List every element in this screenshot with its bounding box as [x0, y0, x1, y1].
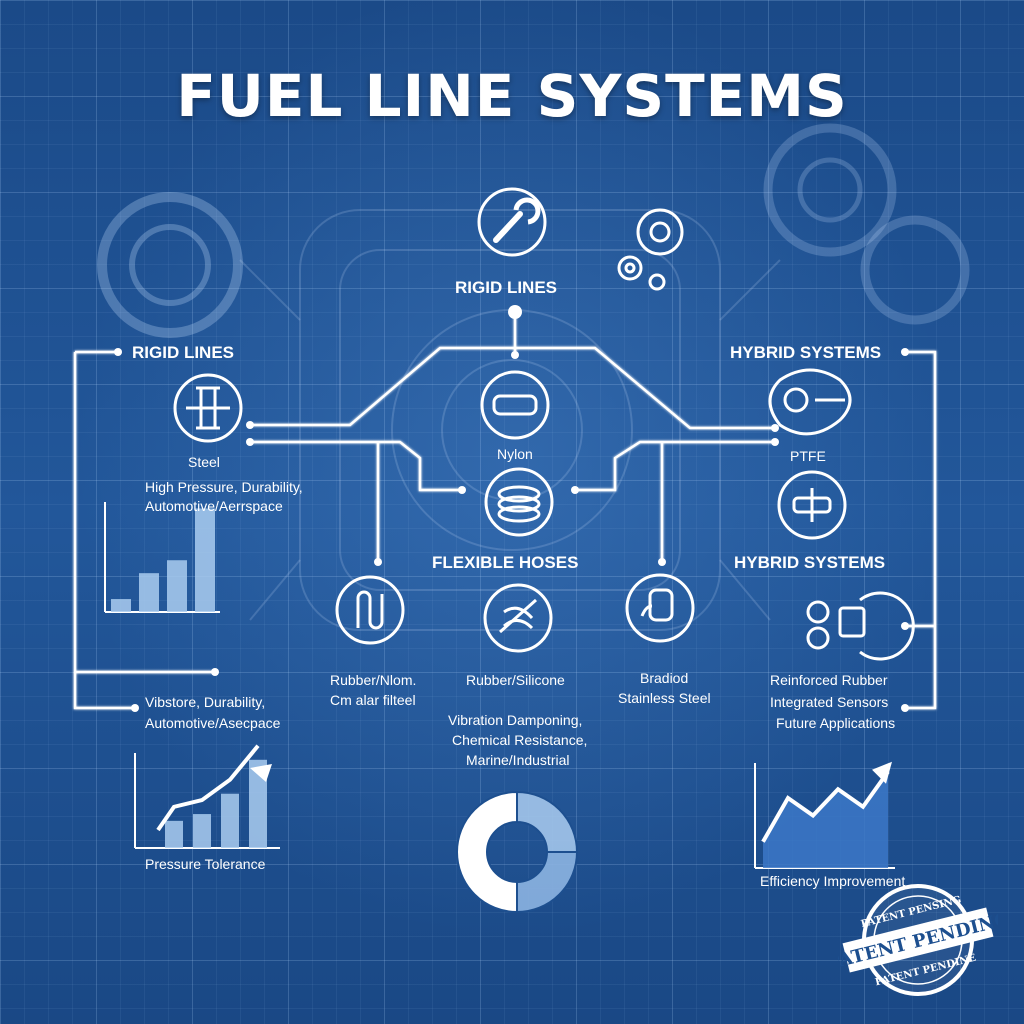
lower-right-line1: Bradiod: [640, 670, 689, 686]
connector-dots: [114, 305, 909, 712]
gears-cluster-icon: [617, 208, 684, 291]
pressure-bar-chart: [104, 502, 220, 613]
rubber-hose-node-icon: [335, 575, 405, 645]
right-heading-2: HYBRID SYSTEMS: [734, 553, 886, 572]
patent-pending-stamp: PATENT PENSING PATENT PENDING PATENT PEN…: [838, 884, 998, 996]
chart2-trend-line: [156, 744, 260, 832]
chart1-bar: [167, 560, 187, 612]
wrench-node-icon: [477, 187, 547, 257]
pressure-tolerance-chart: [134, 744, 280, 849]
center-desc-line3: Marine/Industrial: [466, 752, 570, 768]
right-line3: Future Applications: [776, 715, 896, 731]
chart1-bar: [111, 599, 131, 612]
steel-pipe-node-icon: [173, 373, 243, 443]
chart4-area: [763, 771, 888, 868]
rubber-silicone-label: Rubber/Silicone: [466, 672, 565, 688]
background-gear-right-icon: [763, 123, 970, 325]
silicone-hose-node-icon: [483, 583, 553, 653]
pressure-chart-label: Pressure Tolerance: [145, 856, 266, 872]
left-desc-line2: Automotive/Aerrspace: [145, 498, 283, 514]
chart2-bar: [249, 759, 267, 848]
chart1-bar: [195, 508, 215, 612]
flexible-heading: FLEXIBLE HOSES: [432, 553, 579, 572]
right-heading-1: HYBRID SYSTEMS: [730, 343, 882, 362]
nylon-tube-node-icon: [480, 370, 550, 440]
ptfe-label: PTFE: [790, 448, 826, 464]
center-desc-line2: Chemical Resistance,: [452, 732, 588, 748]
lower-right-line2: Stainless Steel: [618, 690, 711, 706]
donut-slice: [456, 790, 518, 914]
chart2-bar: [193, 814, 211, 848]
ptfe-tube-node-icon: [777, 470, 847, 540]
lower-left-line2: Cm alar filteel: [330, 692, 416, 708]
nylon-label: Nylon: [497, 446, 533, 462]
chart4-line: [761, 770, 890, 843]
connector-lines: [73, 312, 937, 710]
chart2-bar: [221, 793, 239, 848]
left-lower-line1: Vibstore, Durability,: [145, 694, 266, 710]
page-title: FUEL LINE SYSTEMS: [176, 62, 848, 130]
right-line2: Integrated Sensors: [770, 694, 889, 710]
integrated-sensors-node-icon: [806, 591, 915, 661]
top-node-label: RIGID LINES: [455, 278, 558, 297]
material-donut-chart: [456, 790, 579, 914]
background-gear-left-icon: [97, 192, 243, 338]
efficiency-chart-label: Efficiency Improvement: [760, 873, 906, 889]
lower-left-line1: Rubber/Nlom.: [330, 672, 417, 688]
donut-slice: [516, 790, 579, 853]
chart1-bar: [139, 573, 159, 612]
left-material: Steel: [188, 454, 220, 470]
left-heading: RIGID LINES: [132, 343, 235, 362]
chart4-arrow-head: [872, 761, 892, 784]
center-desc-line1: Vibration Damponing,: [448, 712, 583, 728]
chart2-arrow-head: [250, 764, 272, 782]
chart2-bar: [165, 820, 183, 848]
right-line1: Reinforced Rubber: [770, 672, 888, 688]
coil-hose-node-icon: [484, 467, 554, 537]
braided-hose-node-icon: [625, 573, 695, 643]
efficiency-area-chart: [754, 761, 895, 869]
hybrid-sensor-node-icon: [768, 368, 852, 436]
left-lower-line2: Automotive/Asecpace: [145, 715, 281, 731]
donut-slice: [516, 851, 579, 914]
left-desc-line1: High Pressure, Durability,: [145, 479, 303, 495]
